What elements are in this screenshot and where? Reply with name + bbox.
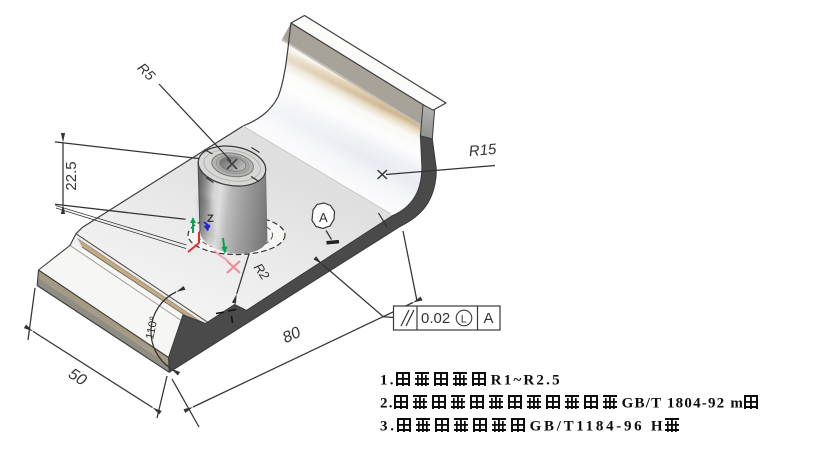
svg-text:R5: R5 <box>135 59 159 83</box>
svg-text:80: 80 <box>280 324 303 347</box>
svg-text:22.5: 22.5 <box>63 161 80 190</box>
svg-text:Z: Z <box>207 213 214 225</box>
svg-text:A: A <box>484 310 494 327</box>
svg-text:A: A <box>319 210 328 225</box>
svg-text:L: L <box>461 314 467 326</box>
svg-text:110°: 110° <box>144 316 161 341</box>
svg-text:50: 50 <box>65 365 89 389</box>
svg-text:R15: R15 <box>468 141 498 160</box>
svg-text:0.02: 0.02 <box>421 310 450 327</box>
